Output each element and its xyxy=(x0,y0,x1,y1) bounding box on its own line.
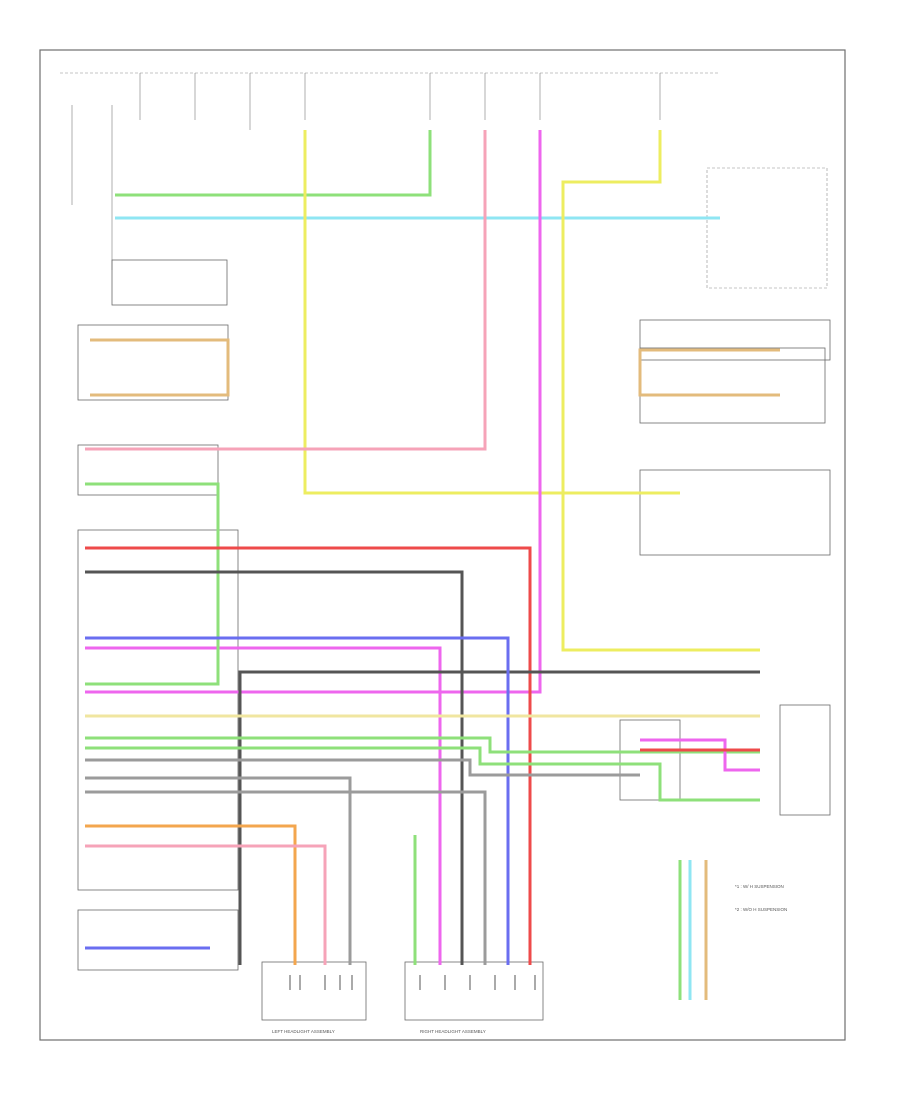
wire-pale-green xyxy=(85,736,760,754)
right-headlight-label: RIGHT HEADLIGHT ASSEMBLY xyxy=(420,1029,486,1034)
legend-item-2: *2 : W/O H SUSPENSION xyxy=(735,907,787,912)
wire-blue xyxy=(85,636,510,965)
left-headlight-label: LEFT HEADLIGHT ASSEMBLY xyxy=(272,1029,335,1034)
left-ecu-block xyxy=(71,105,239,971)
left-headlight-box xyxy=(261,961,367,1021)
wire-green-right xyxy=(85,746,760,802)
wire-yellow-right xyxy=(561,130,760,652)
wire-pink xyxy=(85,130,487,451)
wire-gray-1 xyxy=(85,758,640,777)
wire-pink-lower xyxy=(85,844,327,965)
wire-yellow xyxy=(303,130,680,495)
wire-magenta-2 xyxy=(85,646,442,965)
wire-green-loop xyxy=(85,482,220,686)
legend-item-1: *1 : W/ H SUSPENSION xyxy=(735,884,784,889)
wire-tan-right xyxy=(638,348,780,397)
wire-right-magenta xyxy=(640,738,760,772)
wire-orange xyxy=(85,824,297,965)
wire-tan-loop xyxy=(90,338,230,397)
wire-dark xyxy=(85,570,464,965)
wire-gray-3 xyxy=(85,790,487,965)
wire-magenta xyxy=(85,130,542,694)
wire-green-top xyxy=(115,130,432,197)
wire-gray-2 xyxy=(85,776,352,965)
diagram-frame xyxy=(39,49,846,1041)
right-headlight-box xyxy=(404,961,544,1021)
wire-dark-2 xyxy=(238,670,760,965)
headlight-pins xyxy=(289,975,536,990)
top-fuse-row xyxy=(139,73,661,130)
wire-red xyxy=(85,546,532,965)
